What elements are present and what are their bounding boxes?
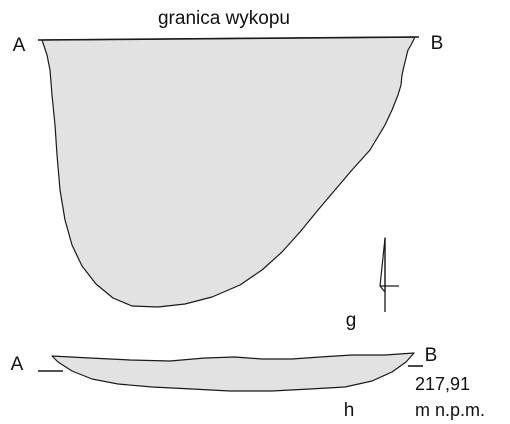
- excavation-boundary-label: granica wykopu: [158, 8, 290, 29]
- plan-feature-outline: [41, 36, 416, 308]
- plan-point-a-label: A: [13, 35, 26, 56]
- elevation-unit: m n.p.m.: [415, 400, 485, 420]
- section-feature-outline: [51, 352, 415, 392]
- plan-figure-letter: g: [346, 310, 357, 331]
- section-view: A B 217,91 m n.p.m. h: [11, 345, 485, 421]
- excavation-boundary-line: [37, 36, 420, 41]
- plan-point-b-label: B: [431, 33, 444, 54]
- section-point-a-label: A: [11, 354, 24, 375]
- section-point-b-label: B: [425, 345, 438, 366]
- elevation-value: 217,91: [415, 374, 470, 394]
- north-arrow-icon: [379, 237, 399, 312]
- section-figure-letter: h: [344, 400, 355, 421]
- plan-view: granica wykopu A B g: [13, 8, 444, 331]
